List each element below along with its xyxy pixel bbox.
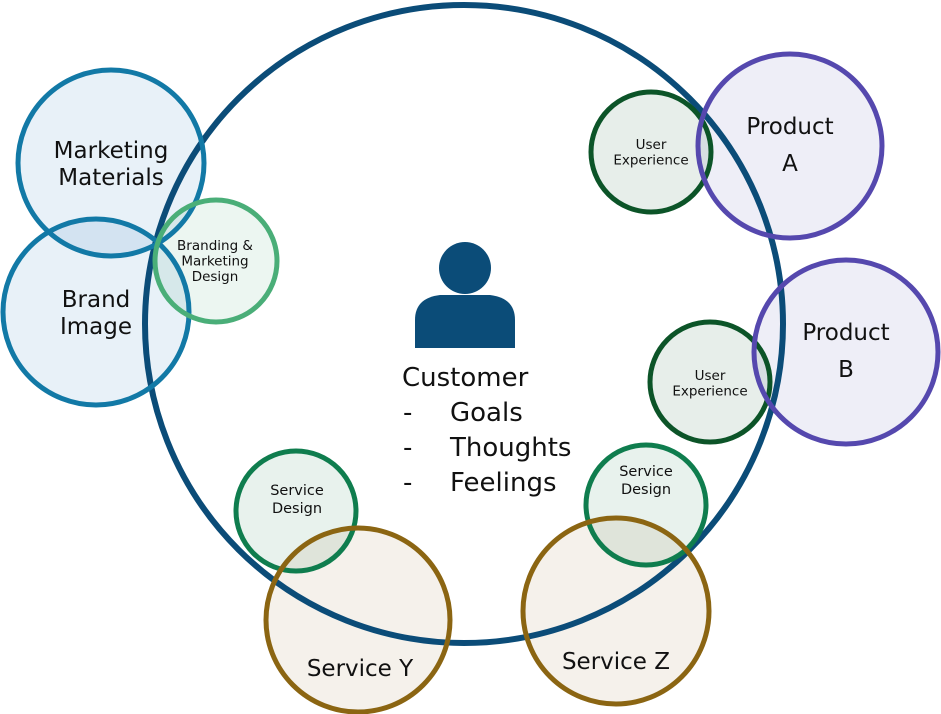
service-design-left-label-line: Service — [270, 483, 324, 499]
product-a-label-line: Product — [746, 114, 833, 140]
person-icon — [415, 242, 515, 348]
service-design-left-label-line: Design — [272, 501, 322, 517]
service-design-right-label-line: Design — [621, 482, 671, 498]
brand-image-label-line: Image — [60, 314, 132, 340]
service-y-label-line: Service Y — [307, 656, 414, 682]
product-b-label-line: Product — [802, 320, 889, 346]
service-design-right-label-line: Service — [619, 464, 673, 480]
branding-marketing-design-circle — [152, 197, 280, 325]
product-a-label-line: A — [782, 151, 798, 177]
customer-feelings: Feelings — [450, 468, 557, 498]
branding-marketing-design-label-line: Marketing — [181, 254, 248, 270]
service-y-circle — [263, 525, 453, 714]
brand-image-circle-fill — [3, 219, 189, 405]
service-design-left-circle — [233, 448, 359, 574]
user-experience-b-label-line: Experience — [672, 384, 747, 400]
bullet-marker: - — [403, 468, 412, 498]
customer-title: Customer — [402, 363, 529, 393]
product-a-circle-fill — [698, 54, 882, 238]
customer-ring — [142, 2, 786, 646]
branding-marketing-design-label-line: Design — [192, 269, 239, 285]
marketing-materials-circle — [15, 67, 207, 259]
brand-image-label-line: Brand — [62, 287, 131, 313]
user-experience-b-circle-fill — [650, 322, 770, 442]
user-experience-a-circle-fill — [591, 92, 711, 212]
customer-goal: Goals — [450, 398, 523, 428]
marketing-materials-label-line: Marketing — [54, 138, 169, 164]
product-b-label-line: B — [838, 357, 854, 383]
user-experience-b-circle — [647, 319, 773, 445]
branding-marketing-design-label-line: Branding & — [177, 238, 253, 254]
service-y-circle-fill — [266, 528, 450, 712]
user-experience-b-label-line: User — [695, 368, 726, 384]
product-b-circle — [751, 257, 941, 447]
product-b-circle-fill — [754, 260, 938, 444]
bullet-marker: - — [403, 398, 412, 428]
user-experience-a-label-line: User — [636, 137, 667, 153]
customer-thoughts: Thoughts — [449, 433, 571, 463]
brand-image-circle — [0, 216, 192, 408]
service-z-label-line: Service Z — [562, 649, 670, 675]
user-experience-a-label-line: Experience — [613, 153, 688, 169]
service-z-label: Service Z — [562, 649, 670, 675]
service-y-label: Service Y — [307, 656, 414, 682]
user-experience-a-circle — [588, 89, 714, 215]
marketing-materials-label-line: Materials — [58, 165, 163, 191]
product-a-circle — [695, 51, 885, 241]
customer-label-group: Customer - Goals - Thoughts - Feelings — [402, 363, 571, 498]
service-z-circle — [520, 515, 712, 707]
service-design-right-circle — [583, 442, 709, 568]
bullet-marker: - — [403, 433, 412, 463]
marketing-materials-circle-fill — [18, 70, 204, 256]
